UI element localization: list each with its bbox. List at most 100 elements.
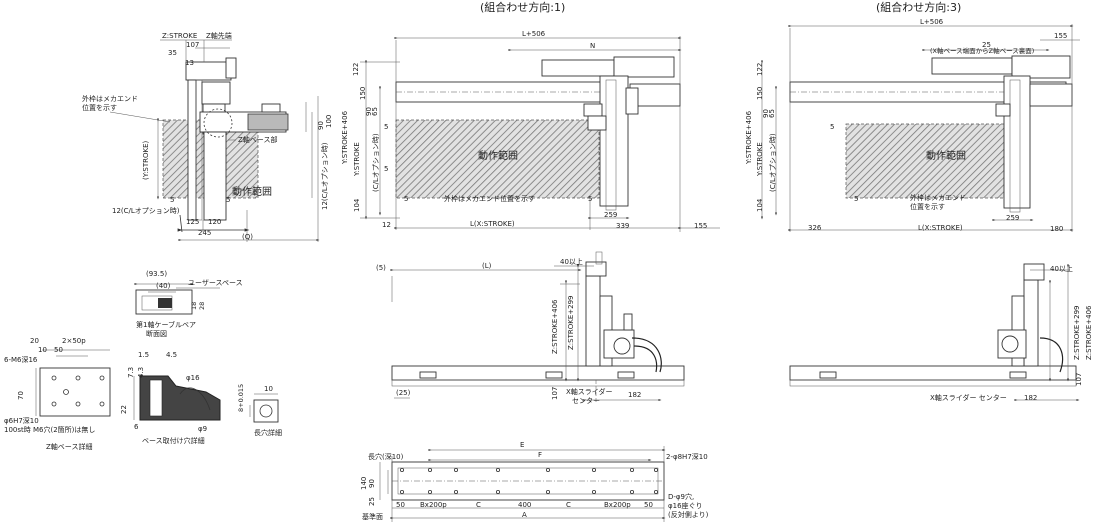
- dim-150: 150: [756, 86, 764, 100]
- dim-40: (40): [156, 282, 171, 290]
- note-x-base: (X軸ベース端面からZ軸ベース裏面): [930, 47, 1035, 55]
- dim-f: F: [538, 451, 543, 459]
- dim-8: 8+0.015: [237, 383, 245, 412]
- dim-6: 6: [134, 423, 139, 431]
- dim-y-stroke: Y:STROKE: [756, 142, 764, 176]
- dim-1-5: 1.5: [138, 351, 150, 359]
- dim-y-stroke: (Y:STROKE): [142, 140, 150, 180]
- dim-l: (L): [482, 262, 492, 270]
- dim-5a: 5: [170, 196, 175, 204]
- dim-4-3: 4.3: [137, 366, 145, 378]
- label-range: 動作範囲: [478, 151, 518, 162]
- view-title-dir3: (組合わせ方向:3): [876, 1, 962, 14]
- dim-50b: 50: [644, 501, 653, 509]
- dim-lx: L(X:STROKE): [918, 224, 963, 232]
- dim-4-5: 4.5: [166, 351, 178, 359]
- dim-cl-opt: (C/Lオプション時): [372, 133, 380, 192]
- dim-50: 50: [54, 346, 63, 354]
- dim-10: 10: [264, 385, 273, 393]
- dim-over40: 40以上: [560, 258, 583, 266]
- dim-phi9: φ9: [198, 425, 208, 433]
- dim-12: 12: [382, 221, 391, 229]
- note-frame-2: 位置を示す: [910, 203, 945, 211]
- zbase-caption: Z軸ベース詳細: [46, 443, 93, 451]
- dim-259: 259: [604, 211, 618, 219]
- note-100st: 100st時 M6穴(2箇所)は無し: [4, 426, 96, 434]
- dim-155: 155: [1054, 32, 1068, 40]
- note-frame-1: 外枠はメカエンド: [910, 194, 966, 202]
- dim-c1: C: [476, 501, 481, 509]
- dim-5b: 5: [226, 196, 231, 204]
- dim-25: 25: [982, 41, 991, 49]
- dim-5b: 5: [384, 165, 389, 173]
- dim-7-3: 7.3: [127, 366, 135, 378]
- dim-180: 180: [1050, 225, 1064, 233]
- note-d-3: (反対側より): [668, 511, 709, 519]
- dim-phi16: φ16: [186, 374, 200, 382]
- top-view-dir3: [761, 24, 1080, 232]
- note-d-1: D-φ9穴,: [668, 493, 695, 501]
- dim-259: 259: [1006, 214, 1020, 222]
- dim-2x50p: 2×50p: [62, 337, 86, 345]
- dim-z-stroke-406: Z:STROKE+406: [551, 299, 559, 355]
- cable-section: [134, 283, 220, 315]
- dim-opt12: 12(C/Lオプション時): [112, 207, 180, 215]
- note-d-2: φ16座ぐり: [668, 502, 703, 510]
- hole-caption: ベース取付け穴詳細: [142, 437, 205, 445]
- dim-104: 104: [756, 198, 764, 212]
- dim-5d: 5: [588, 195, 593, 203]
- dim-b200a: Bx200p: [420, 501, 447, 509]
- dim-339: 339: [616, 222, 630, 230]
- dim-y-stroke-406: Y:STROKE+406: [745, 110, 753, 164]
- dim-c2: C: [566, 501, 571, 509]
- note-frame: 外枠はメカエンド位置を示す: [444, 195, 535, 203]
- dim-y-stroke-406: Y:STROKE+406: [341, 110, 349, 164]
- top-view-dir1: [360, 36, 720, 232]
- label-slider-2: センター: [572, 397, 600, 405]
- dim-5a: 5: [384, 123, 389, 131]
- dim-n: N: [590, 42, 596, 50]
- dim-25: (25): [396, 389, 411, 397]
- front-view-dir3: [789, 263, 1080, 401]
- dim-35: 35: [168, 49, 177, 57]
- dim-107: 107: [551, 386, 559, 400]
- dim-z-stroke-299: Z:STROKE+299: [567, 295, 575, 351]
- cable-caption-1: 第1軸ケーブルベア: [136, 321, 197, 329]
- dim-107: 107: [1075, 372, 1083, 386]
- label-slider: X軸スライダー センター: [930, 394, 1007, 402]
- view-title-dir1: (組合わせ方向:1): [480, 1, 566, 14]
- dim-l506: L+506: [522, 30, 546, 38]
- dim-5b: 5: [854, 195, 859, 203]
- dim-a: A: [522, 511, 527, 519]
- dim-245: 245: [198, 229, 212, 237]
- label-user-space: ユーザースペース: [188, 279, 243, 287]
- dim-65: 65: [768, 109, 776, 118]
- dim-18: 18: [190, 301, 198, 310]
- note-frame-2: 位置を示す: [82, 104, 117, 112]
- label-m6: 6-M6深16: [4, 356, 38, 364]
- label-slot: 長穴(深10): [368, 453, 404, 461]
- label-phi6: φ6H7深10: [4, 417, 39, 425]
- dim-5c: 5: [404, 195, 409, 203]
- slot-caption: 長穴詳細: [254, 429, 282, 437]
- dim-lx: L(X:STROKE): [470, 220, 515, 228]
- note-frame-1: 外枠はメカエンド: [82, 95, 138, 103]
- slot-detail: [249, 393, 279, 423]
- zbase-detail: [35, 349, 111, 417]
- dim-50a: 50: [396, 501, 405, 509]
- bottom-view: [379, 446, 666, 522]
- label-slider-1: X軸スライダー: [566, 388, 613, 396]
- dim-28: 28: [198, 301, 206, 310]
- dim-122: 122: [756, 62, 764, 76]
- dim-l506: L+506: [920, 18, 944, 26]
- dim-140: 140: [360, 476, 368, 490]
- dim-100: 100: [325, 114, 333, 128]
- dim-5: (5): [376, 264, 386, 272]
- dim-z-stroke: Z:STROKE: [162, 32, 198, 40]
- label-z-tip: Z軸先端: [206, 32, 232, 40]
- dim-122: 122: [352, 62, 360, 76]
- label-datum: 基準面: [362, 513, 383, 521]
- dim-182: 182: [628, 391, 642, 399]
- dim-22: 22: [120, 405, 128, 414]
